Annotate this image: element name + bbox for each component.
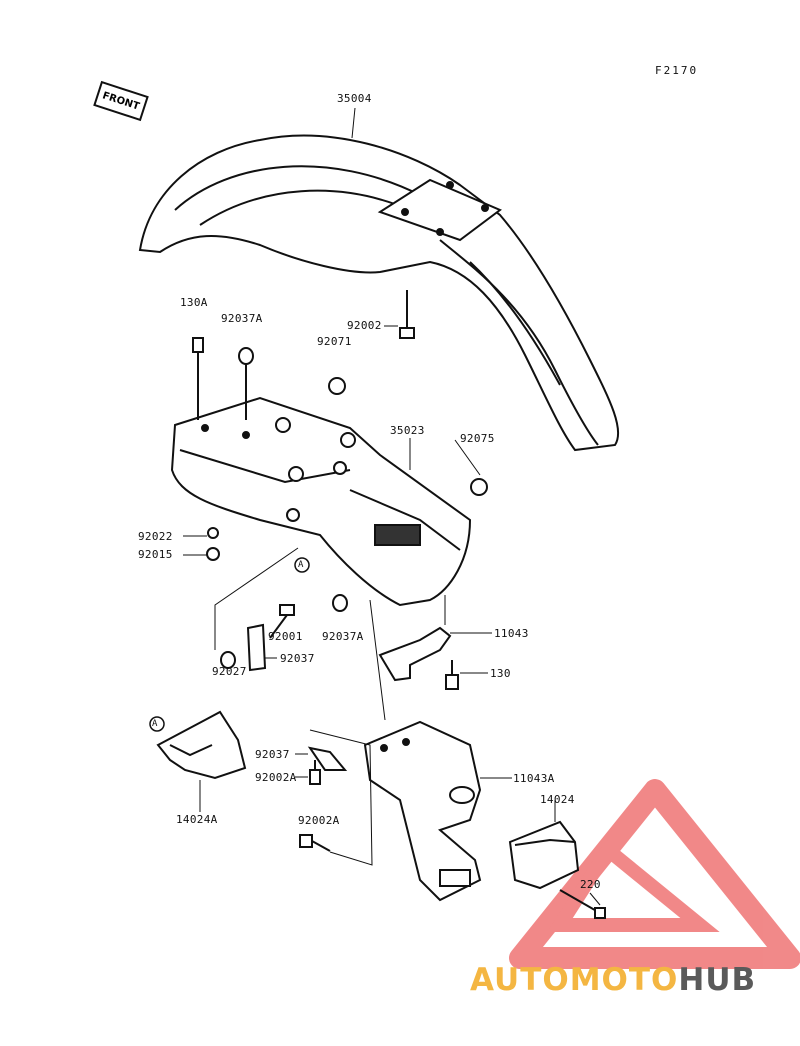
figure-code: F2170 (655, 64, 699, 77)
callout-a-label-2: A (152, 719, 158, 729)
fender-bracket-35023 (170, 396, 472, 607)
part-92071-label: 92071 (317, 335, 352, 348)
part-92037A-lower-label: 92037A (322, 630, 364, 643)
plate-92037 (246, 623, 267, 672)
watermark-triangle-logo (509, 779, 800, 969)
part-92037-b-label: 92037 (255, 748, 290, 761)
part-14024-label: 14024 (540, 793, 575, 806)
bolt-220 (559, 889, 606, 919)
cover-14024A (156, 710, 247, 780)
part-130-label: 130 (490, 667, 511, 680)
part-92002A-b-label: 92002A (298, 814, 340, 827)
bracket-11043 (378, 626, 452, 682)
part-220-label: 220 (580, 878, 601, 891)
part-35023-label: 35023 (390, 424, 425, 437)
part-92002-label: 92002 (347, 319, 382, 332)
front-label: FRONT (101, 89, 141, 113)
watermark-part2: HUB (678, 962, 757, 998)
watermark: AUTOMOTOHUB (470, 962, 756, 998)
callout-a-marker (294, 557, 310, 573)
part-130A-label: 130A (180, 296, 208, 309)
part-92002A-label: 92002A (255, 771, 297, 784)
part-92075-label: 92075 (460, 432, 495, 445)
part-92027-label: 92027 (212, 665, 247, 678)
part-92001-label: 92001 (268, 630, 303, 643)
part-92022-label: 92022 (138, 530, 173, 543)
bolt-92002A (299, 746, 348, 852)
part-92015-label: 92015 (138, 548, 173, 561)
part-11043-label: 11043 (494, 627, 529, 640)
bracket-11043A (363, 720, 482, 902)
bolt-92002 (399, 290, 415, 339)
part-92037A-label: 92037A (221, 312, 263, 325)
part-14024A-label: 14024A (176, 813, 218, 826)
hardware (192, 337, 488, 690)
block-14024 (508, 820, 580, 890)
part-35004-label: 35004 (337, 92, 372, 105)
callout-a-label: A (298, 560, 304, 570)
part-92037-label: 92037 (280, 652, 315, 665)
part-11043A-label: 11043A (513, 772, 555, 785)
rear-fender-35004 (138, 134, 620, 452)
watermark-part1: AUTOMOTO (470, 962, 679, 998)
